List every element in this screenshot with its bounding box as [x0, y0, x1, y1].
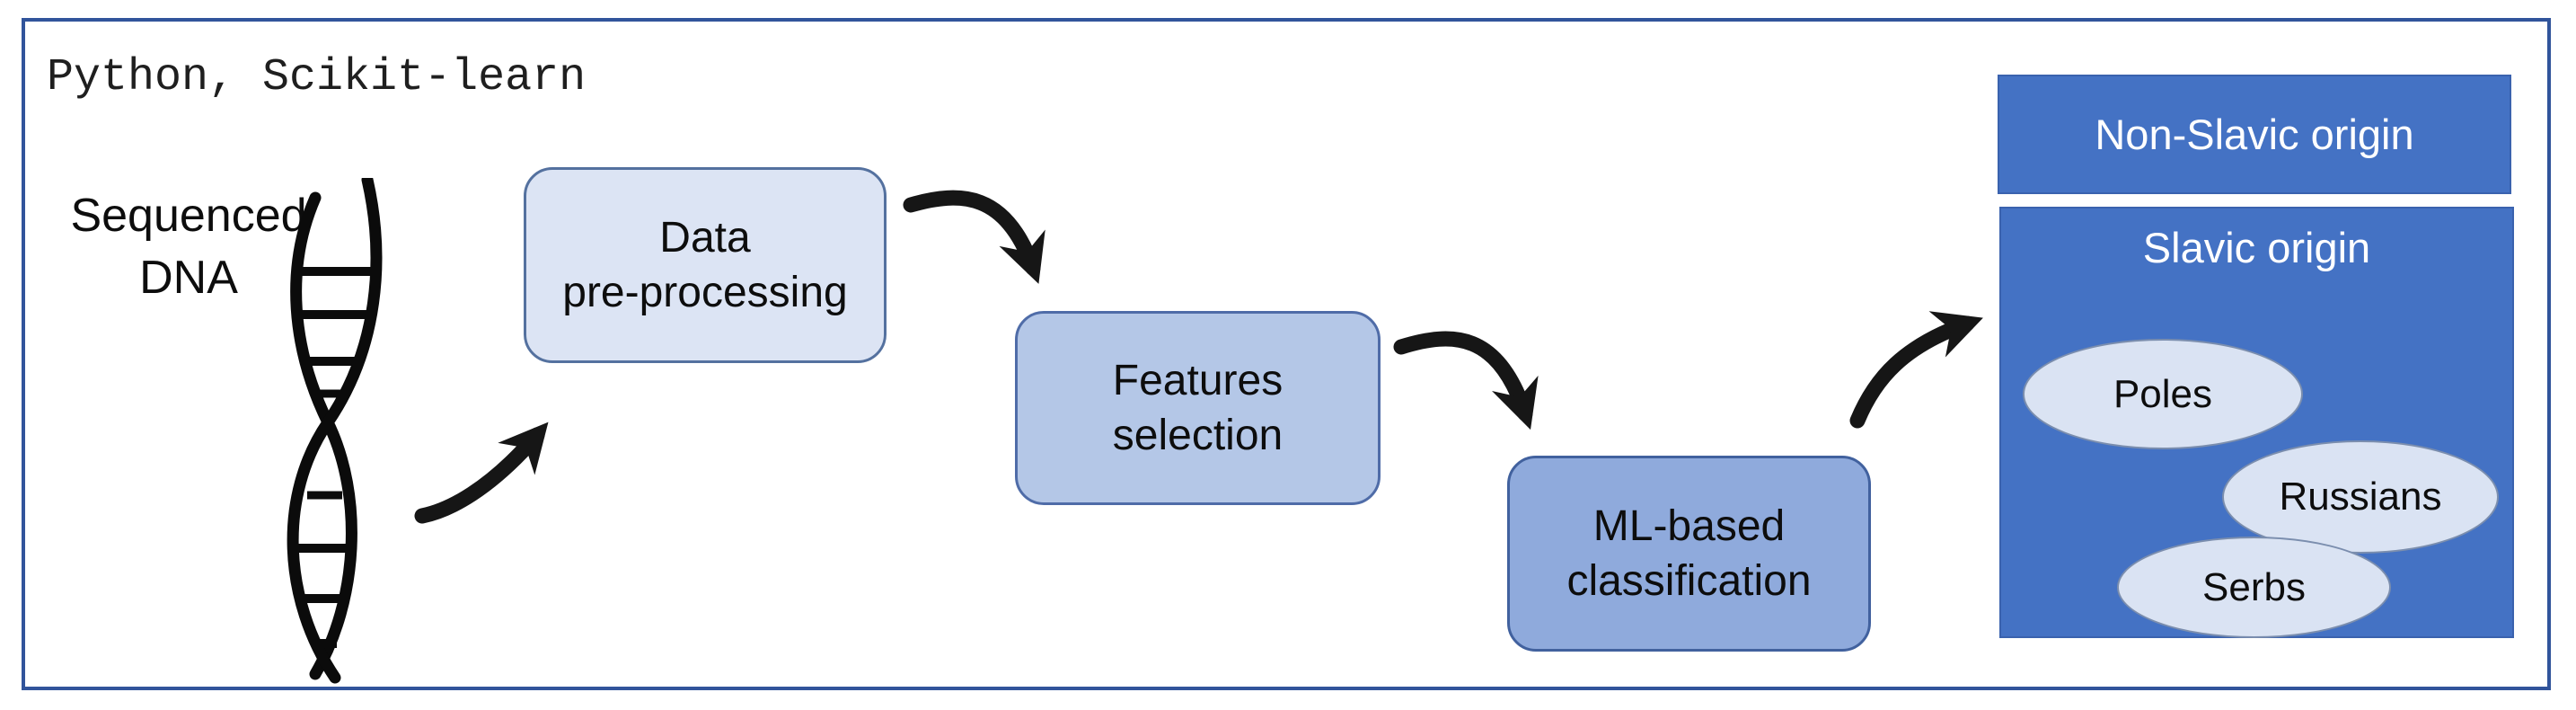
step-box-data-pre-processing: Data pre-processing [524, 167, 887, 363]
group-oval-poles: Poles [2023, 339, 2303, 449]
group-label: Serbs [2202, 564, 2306, 609]
output-label-non-slavic: Non-Slavic origin [2095, 111, 2414, 158]
step-label: Data pre-processing [562, 213, 848, 316]
step-label: ML-based classification [1566, 501, 1812, 605]
group-label: Russians [2279, 475, 2442, 519]
diagram-border [22, 18, 2551, 690]
output-box-non-slavic: Non-Slavic origin [1998, 75, 2511, 194]
step-box-features-selection: Features selection [1015, 311, 1381, 505]
dna-helix-icon [287, 178, 383, 684]
group-oval-serbs: Serbs [2117, 537, 2391, 638]
output-label-slavic: Slavic origin [2142, 224, 2371, 271]
tech-stack-label: Python, Scikit-learn [47, 52, 587, 103]
output-box-slavic: Slavic origin Poles Russians Serbs [1999, 207, 2514, 638]
sequenced-dna-label: Sequenced DNA [70, 190, 307, 304]
group-label: Poles [2113, 371, 2213, 416]
dna-strand-right [287, 178, 383, 684]
step-box-ml-based-classification: ML-based classification [1507, 456, 1871, 652]
group-oval-russians: Russians [2222, 440, 2499, 554]
step-label: Features selection [1112, 356, 1284, 459]
